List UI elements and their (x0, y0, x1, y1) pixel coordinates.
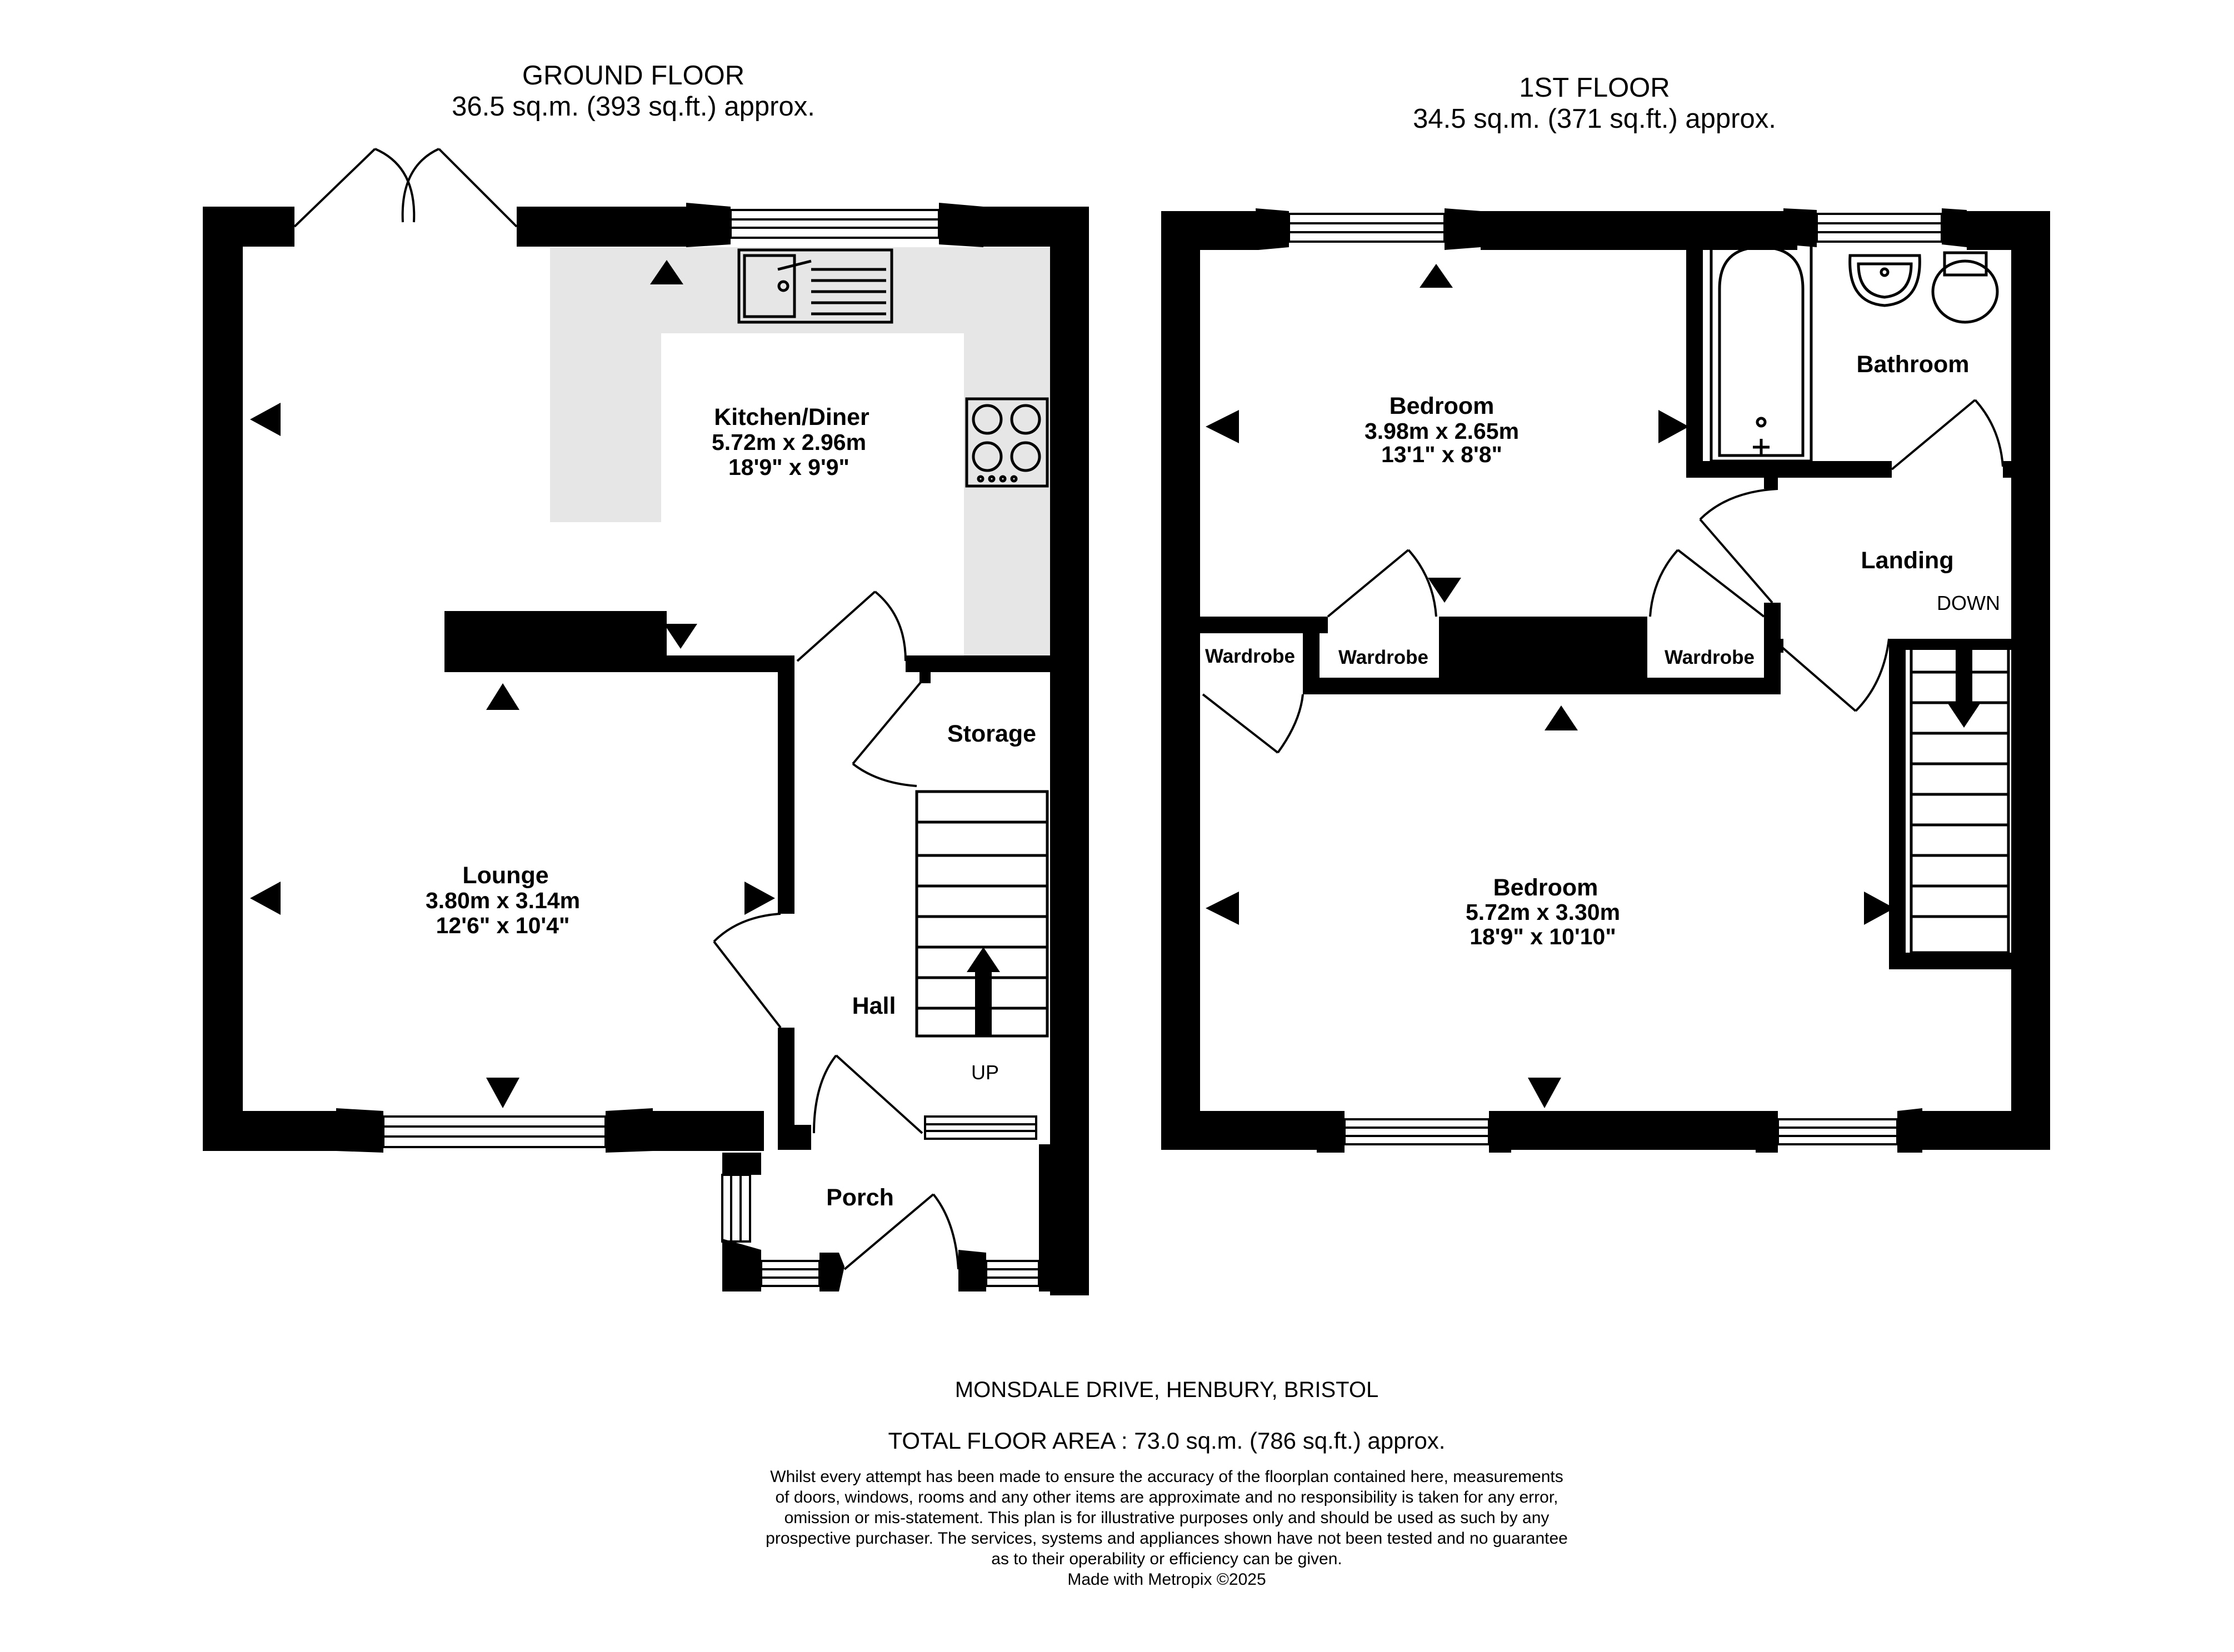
ground-floor-markers (250, 260, 775, 1108)
storage-name: Storage (947, 720, 1036, 747)
ground-floor-walls (203, 203, 1089, 1295)
toilet-icon (1931, 251, 1999, 324)
ground-floor-title: GROUND FLOOR (522, 61, 745, 91)
stairs-down-label: DOWN (1937, 592, 2000, 614)
first-floor-title: 1ST FLOOR (1519, 73, 1670, 103)
kitchen-imperial: 18'9" x 9'9" (728, 454, 849, 480)
stairs-up-arrow-icon (967, 947, 1000, 1036)
footer-credit: Made with Metropix ©2025 (1067, 1570, 1266, 1589)
bathroom-name: Bathroom (1856, 351, 1969, 378)
sink-icon (737, 248, 893, 324)
bath-icon (1710, 240, 1813, 463)
porch-name: Porch (826, 1184, 894, 1211)
first-floor-plan: Bedroom 3.98m x 2.65m 13'1" x 8'8" Bathr… (1161, 208, 2050, 1153)
landing-name: Landing (1861, 547, 1953, 574)
lounge-name: Lounge (462, 862, 548, 889)
ground-floor-windows (382, 209, 1040, 1287)
bedroom-large-name: Bedroom (1493, 874, 1598, 901)
first-floor-header: 1ST FLOOR 34.5 sq.m. (371 sq.ft.) approx… (1367, 72, 1822, 134)
first-floor-windows (1288, 213, 1943, 1145)
disclaimer-line: of doors, windows, rooms and any other i… (775, 1488, 1558, 1506)
bedroom-small-imperial: 13'1" x 8'8" (1381, 442, 1502, 467)
bedroom-small-name: Bedroom (1390, 393, 1495, 419)
kitchen-name: Kitchen/Diner (714, 404, 869, 430)
ground-floor-doors (293, 148, 959, 1270)
first-floor-area: 34.5 sq.m. (371 sq.ft.) approx. (1413, 104, 1776, 134)
ground-floor-plan: Kitchen/Diner 5.72m x 2.96m 18'9" x 9'9"… (203, 148, 1089, 1295)
first-floor-markers (1206, 264, 1895, 1108)
kitchen-worktop (550, 247, 1053, 661)
footer-disclaimer: Whilst every attempt has been made to en… (667, 1466, 1667, 1590)
hall-name: Hall (852, 993, 896, 1019)
first-floor-walls (1161, 208, 2050, 1153)
footer-total-area: TOTAL FLOOR AREA : 73.0 sq.m. (786 sq.ft… (888, 1428, 1446, 1454)
basin-icon (1848, 254, 1921, 307)
first-floor-doors (1202, 399, 2004, 754)
ground-floor-area: 36.5 sq.m. (393 sq.ft.) approx. (452, 92, 815, 122)
wardrobe-3-label: Wardrobe (1665, 647, 1755, 668)
disclaimer-line: Whilst every attempt has been made to en… (770, 1468, 1563, 1486)
bedroom-large-metric: 5.72m x 3.30m (1466, 899, 1620, 925)
lounge-metric: 3.80m x 3.14m (426, 888, 580, 913)
ground-floor-header: GROUND FLOOR 36.5 sq.m. (393 sq.ft.) app… (406, 60, 861, 122)
bedroom-small-metric: 3.98m x 2.65m (1365, 418, 1519, 444)
stairs-up-label: UP (971, 1061, 999, 1084)
kitchen-metric: 5.72m x 2.96m (712, 429, 866, 455)
bedroom-large-imperial: 18'9" x 10'10" (1470, 924, 1616, 949)
disclaimer-line: omission or mis-statement. This plan is … (784, 1509, 1550, 1527)
disclaimer-line: prospective purchaser. The services, sys… (766, 1529, 1568, 1548)
disclaimer-line: as to their operability or efficiency ca… (991, 1550, 1342, 1568)
wardrobe-2-label: Wardrobe (1338, 647, 1428, 668)
stairs-down-arrow-icon (1947, 642, 1981, 728)
lounge-imperial: 12'6" x 10'4" (436, 913, 570, 938)
footer-address: MONSDALE DRIVE, HENBURY, BRISTOL (954, 1378, 1379, 1402)
wardrobe-1-label: Wardrobe (1205, 645, 1295, 667)
hob-icon (965, 397, 1049, 488)
